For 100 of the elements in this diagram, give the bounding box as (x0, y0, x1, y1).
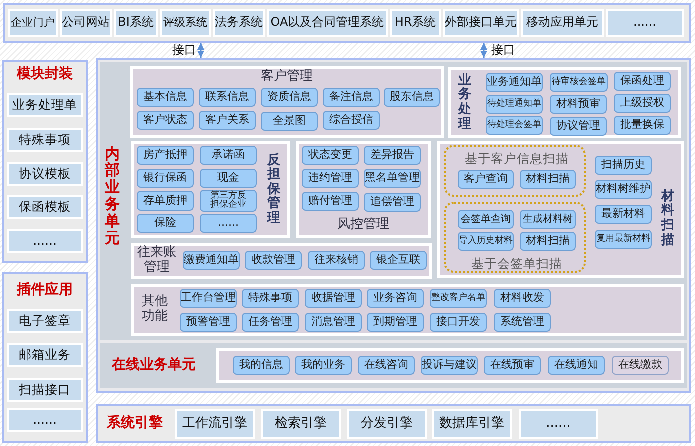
group-panel (130, 66, 444, 138)
group-panel (131, 284, 684, 336)
function-item: 黑名单管理 (364, 169, 421, 188)
group-title: 材料扫描 (660, 188, 676, 250)
function-item: 生成材料树 (520, 210, 576, 229)
function-item: 协议管理 (550, 117, 607, 136)
function-item: 第三方反担保企业 (200, 190, 257, 212)
side-panel (2, 272, 88, 443)
function-item: 差异报告 (364, 146, 421, 165)
function-item: 会签单查询 (458, 210, 514, 229)
function-item: 收据管理 (305, 289, 362, 308)
function-item: 消息管理 (305, 313, 362, 332)
group-title: 业务处理 (457, 72, 472, 134)
group-title: 反担保管理 (266, 152, 282, 228)
side-item: 业务处理单 (7, 93, 83, 117)
function-item: 材料收发 (494, 289, 551, 308)
side-item: 特殊事项 (7, 128, 83, 152)
function-item: 承诺函 (200, 146, 257, 165)
edge-label: 接口 (490, 44, 516, 58)
group-title: 其他功能 (141, 293, 169, 326)
side-item: 邮箱业务 (7, 343, 83, 367)
edge-label: 接口 (172, 44, 198, 58)
function-item: 客户状态 (137, 111, 194, 130)
dotted-group (444, 202, 586, 273)
system-item: ...... (606, 9, 684, 37)
function-item: 客户关系 (199, 111, 256, 130)
function-item: 保险 (137, 214, 194, 233)
section-title: 系统引擎 (106, 414, 164, 433)
side-item: 协议模板 (7, 162, 83, 186)
engine-item: ...... (519, 409, 598, 439)
system-item: 外部接口单元 (443, 9, 519, 37)
function-item: 在线缴款 (612, 356, 669, 375)
system-item: OA以及合同管理系统 (267, 9, 388, 37)
function-item: 资质信息 (261, 88, 318, 107)
function-item: 在线预审 (484, 356, 541, 375)
function-item: 待处理会签单 (486, 116, 543, 135)
side-item: ...... (7, 408, 83, 432)
group-title: 基于客户信息扫描 (464, 150, 570, 168)
function-item: 状态变更 (302, 146, 359, 165)
system-item: 企业门户 (8, 9, 58, 37)
function-item: 任务管理 (242, 313, 299, 332)
function-item: 基本信息 (137, 88, 194, 107)
function-item: 业务通知单 (486, 73, 543, 92)
system-bar (3, 3, 691, 43)
function-item: 整改客户名单 (430, 289, 487, 308)
function-item: ...... (200, 214, 257, 233)
function-item: 缴费通知单 (183, 251, 240, 270)
function-item: 房产抵押 (137, 146, 194, 165)
group-panel (437, 141, 684, 278)
system-item: 移动应用单元 (521, 9, 604, 37)
function-item: 股东信息 (384, 88, 440, 107)
group-title: 基于会签单扫描 (470, 255, 564, 273)
system-item: 评级系统 (160, 9, 211, 37)
function-item: 待审核会签单 (550, 73, 608, 92)
double-arrow (480, 43, 488, 58)
side-item: 保函模板 (7, 195, 83, 219)
group-panel (131, 141, 290, 238)
side-item: 电子签章 (7, 309, 83, 333)
engine-bar (96, 404, 691, 443)
function-item: 赔付管理 (302, 192, 359, 211)
function-item: 违约管理 (302, 169, 359, 188)
group-panel (296, 141, 431, 238)
group-title: 客户管理 (260, 68, 314, 86)
system-item: 公司网站 (60, 9, 112, 37)
function-item: 在线咨询 (358, 356, 415, 375)
group-title: 往来账管理 (136, 245, 178, 277)
section-title: 插件应用 (16, 280, 74, 300)
function-item: 复用最新材料 (595, 230, 652, 249)
side-panel (2, 60, 88, 263)
function-item: 待处理通知单 (486, 95, 543, 114)
system-item: 法务系统 (213, 9, 265, 37)
function-item: 备注信息 (323, 88, 380, 107)
section-title: 内部业务单元 (104, 144, 121, 249)
section-panel (100, 62, 687, 340)
function-item: 特殊事项 (242, 289, 299, 308)
function-item: 保函处理 (614, 72, 671, 91)
engine-item: 检索引擎 (261, 409, 341, 439)
inner-panel (216, 348, 684, 383)
function-item: 接口开发 (430, 313, 487, 332)
function-item: 材料预审 (550, 95, 607, 114)
function-item: 材料扫描 (520, 170, 576, 189)
engine-item: 分发引擎 (347, 409, 427, 439)
engine-item: 数据库引擎 (432, 409, 512, 439)
main-panel (96, 58, 691, 393)
group-panel (131, 243, 432, 279)
function-item: 现金 (200, 169, 257, 188)
function-item: 综合授信 (323, 111, 380, 130)
function-item: 我的业务 (295, 356, 352, 375)
function-item: 银行保函 (137, 169, 194, 188)
function-item: 联系信息 (199, 88, 256, 107)
function-item: 我的信息 (233, 356, 290, 375)
function-item: 上级授权 (614, 94, 671, 113)
function-item: 收款管理 (245, 251, 302, 270)
function-item: 银企互联 (370, 251, 427, 270)
system-item: BI系统 (114, 9, 158, 37)
function-item: 投诉与建议 (421, 356, 478, 375)
function-item: 材料扫描 (520, 232, 576, 251)
function-item: 客户查询 (458, 170, 514, 189)
system-item: HR系统 (390, 9, 441, 37)
function-item: 预警管理 (180, 313, 237, 332)
